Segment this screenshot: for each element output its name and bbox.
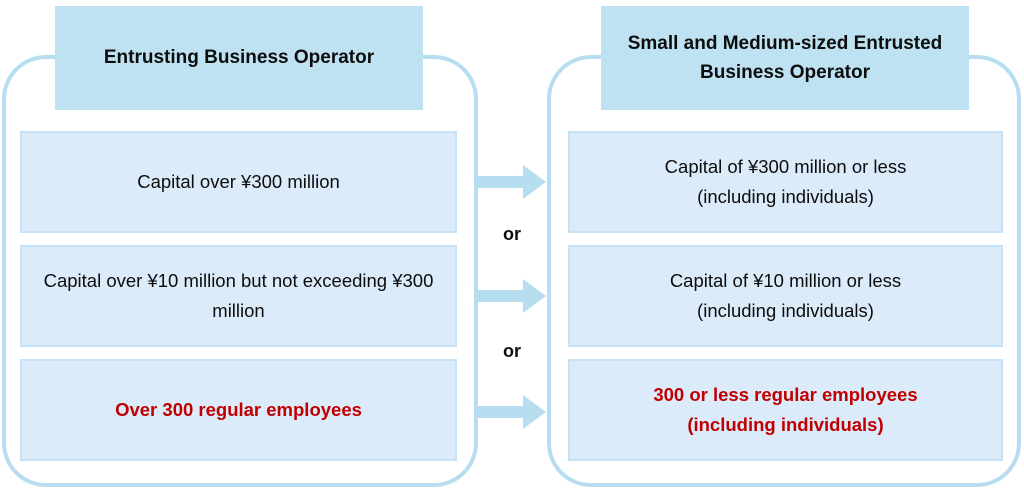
left-criteria-box-3: Over 300 regular employees — [20, 359, 457, 461]
arrow-head — [523, 395, 546, 429]
left-criteria-box-2: Capital over ¥10 million but not exceedi… — [20, 245, 457, 347]
right-criteria-line1: 300 or less regular employees — [653, 384, 918, 406]
right-criteria-box-1: Capital of ¥300 million or less (includi… — [568, 131, 1003, 233]
entrusted-operator-header: Small and Medium-sized Entrusted Busines… — [601, 6, 969, 110]
arrow-right-icon-3 — [478, 395, 546, 429]
right-criteria-line2: (including individuals) — [697, 300, 874, 321]
right-criteria-line2: (including individuals) — [687, 414, 884, 435]
left-criteria-box-1: Capital over ¥300 million — [20, 131, 457, 233]
or-connector-label-1: or — [503, 224, 521, 244]
right-criteria-box-3: 300 or less regular employees (including… — [568, 359, 1003, 461]
arrow-shaft — [478, 290, 526, 302]
right-criteria-line1: Capital of ¥10 million or less — [669, 270, 902, 292]
arrow-right-icon-1 — [478, 165, 546, 199]
arrow-head — [523, 165, 546, 199]
right-criteria-line1: Capital of ¥300 million or less — [664, 156, 907, 178]
arrow-head — [523, 279, 546, 313]
arrow-shaft — [478, 406, 526, 418]
right-criteria-box-2: Capital of ¥10 million or less (includin… — [568, 245, 1003, 347]
right-criteria-line2: (including individuals) — [697, 186, 874, 207]
entrusting-operator-header: Entrusting Business Operator — [55, 6, 423, 110]
or-connector-label-2: or — [503, 341, 521, 361]
arrow-shaft — [478, 176, 526, 188]
arrow-right-icon-2 — [478, 279, 546, 313]
